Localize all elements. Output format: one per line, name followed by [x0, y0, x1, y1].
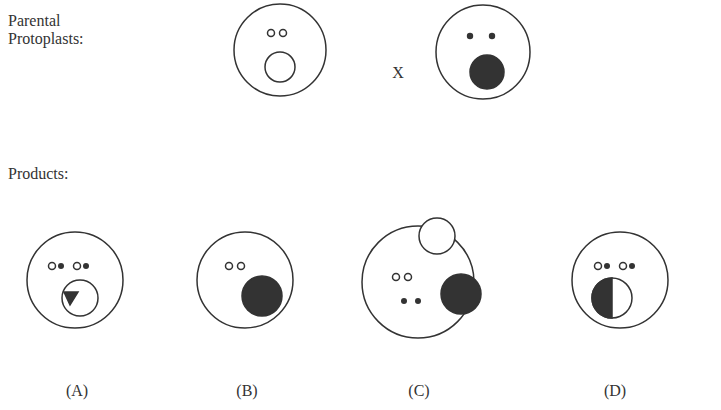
- dark-nucleus: [470, 55, 504, 89]
- parent-cell: [436, 5, 530, 99]
- dark-nucleus: [441, 274, 481, 314]
- white-nucleus: [419, 218, 455, 254]
- white-nucleus: [265, 52, 295, 82]
- organelle: [226, 263, 233, 270]
- organelle: [280, 30, 287, 37]
- section-heading: Parental Protoplasts:: [8, 12, 108, 49]
- dark-organelle: [83, 263, 89, 269]
- product-letter: (B): [236, 382, 257, 400]
- dark-organelle: [629, 263, 635, 269]
- organelle: [393, 274, 400, 281]
- dark-half: [592, 278, 612, 318]
- dark-fragment: [64, 292, 78, 305]
- organelle: [405, 274, 412, 281]
- organelle: [595, 263, 602, 270]
- white-nucleus: [62, 280, 98, 316]
- section-heading: Products:: [8, 165, 68, 183]
- organelle: [49, 263, 56, 270]
- product-letter: (D): [604, 382, 626, 400]
- dark-organelle: [401, 298, 407, 304]
- dark-organelle: [58, 263, 64, 269]
- product-letter: (A): [66, 382, 88, 400]
- parent-cell: [234, 4, 326, 96]
- product-cell: [572, 232, 668, 328]
- product-letter: (C): [408, 382, 429, 400]
- organelle: [74, 263, 81, 270]
- dark-organelle: [489, 33, 495, 39]
- organelle: [620, 263, 627, 270]
- product-cell: [197, 232, 293, 328]
- dark-organelle: [467, 33, 473, 39]
- dark-nucleus: [242, 276, 282, 316]
- product-cell: [27, 232, 123, 328]
- organelle: [238, 263, 245, 270]
- dark-organelle: [415, 298, 421, 304]
- cross-symbol: X: [392, 64, 404, 82]
- organelle: [268, 30, 275, 37]
- hybrid-nucleus: [592, 278, 632, 318]
- dark-organelle: [604, 263, 610, 269]
